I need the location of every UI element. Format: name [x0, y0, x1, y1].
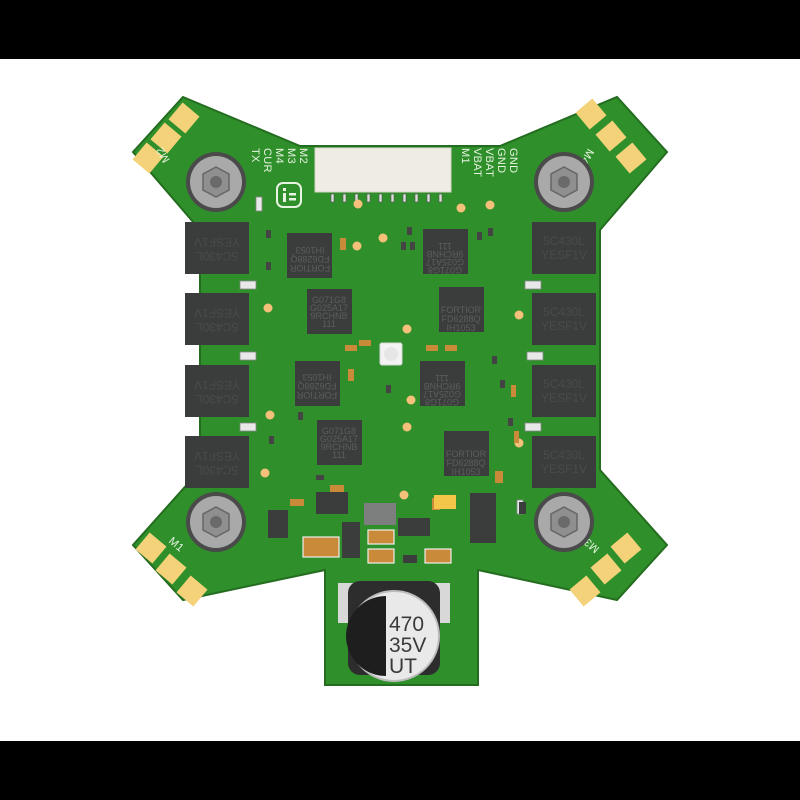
mounting-screw-top-left [186, 152, 246, 212]
driver-ic: FORTIOR FD6288Q IH1053 [439, 287, 484, 333]
svg-text:5C430L: 5C430L [196, 320, 238, 334]
mosfets-right: 5C430L YESF1V 5C430L YESF1V 5C430L YESF1… [532, 222, 596, 488]
mosfet: 5C430L YESF1V [532, 222, 596, 274]
svg-text:FORTIOR: FORTIOR [441, 305, 482, 315]
smd-passives [239, 196, 544, 515]
mosfet: 5C430L YESF1V [532, 365, 596, 417]
svg-text:5C430L: 5C430L [543, 448, 585, 462]
capacitor-series: UT [389, 655, 417, 678]
svg-text:G025A17: G025A17 [426, 257, 464, 267]
svg-text:9RCHNB: 9RCHNB [310, 311, 347, 321]
svg-text:9RCHNB: 9RCHNB [320, 442, 357, 452]
svg-text:YESF1V: YESF1V [541, 462, 587, 476]
svg-text:G025A17: G025A17 [423, 389, 461, 399]
label-vbat-2: VBAT [483, 148, 495, 177]
svg-text:G071G8: G071G8 [428, 265, 462, 275]
svg-text:FORTIOR: FORTIOR [296, 390, 337, 400]
svg-text:FD6288Q: FD6288Q [441, 314, 480, 324]
mcu-ic: 111 9RCHNB G025A17 G071G8 [423, 229, 468, 275]
connector-labels-right: M1 VBAT VBAT GND GND [459, 148, 519, 177]
svg-text:YESF1V: YESF1V [541, 248, 587, 262]
svg-text:IH1053: IH1053 [451, 467, 480, 477]
letterbox-bottom [0, 741, 800, 800]
electrolytic-capacitor: 470 35V UT [338, 581, 450, 682]
svg-text:FORTIOR: FORTIOR [446, 449, 487, 459]
capacitor-capacitance: 470 [389, 613, 424, 636]
label-vbat-1: VBAT [471, 148, 483, 177]
svg-text:5C430L: 5C430L [196, 463, 238, 477]
mcu-ic: G071G8 G025A17 9RCHNB 111 [307, 289, 352, 334]
svg-text:9RCHNB: 9RCHNB [426, 249, 463, 259]
brand-logo-icon [276, 182, 302, 208]
svg-text:FD6288Q: FD6288Q [446, 458, 485, 468]
svg-text:FD6288Q: FD6288Q [290, 254, 329, 264]
label-gnd-2: GND [507, 148, 519, 173]
mcu-ic: G071G8 G025A17 9RCHNB 111 [317, 420, 362, 465]
mosfets-left: YESF1V 5C430L YESF1V 5C430L YESF1V 5C430… [185, 222, 249, 488]
svg-text:YESF1V: YESF1V [541, 319, 587, 333]
svg-text:IH1053: IH1053 [295, 245, 324, 255]
svg-text:YESF1V: YESF1V [194, 378, 240, 392]
label-m3: M3 [285, 148, 297, 164]
svg-text:111: 111 [435, 373, 449, 383]
svg-text:FD6288Q: FD6288Q [297, 381, 336, 391]
mcu-ic: 111 9RCHNB G025A17 G071G8 [420, 361, 465, 407]
signal-connector [314, 147, 452, 203]
label-m4: M4 [273, 148, 285, 164]
svg-text:YESF1V: YESF1V [541, 391, 587, 405]
motor-pads-bottom-left [135, 532, 208, 607]
mounting-screw-bottom-left [186, 492, 246, 552]
mosfet: YESF1V 5C430L [185, 293, 249, 345]
label-m2: M2 [297, 148, 309, 164]
label-gnd-1: GND [495, 148, 507, 173]
driver-ic: IH1053 FD6288Q FORTIOR [295, 361, 340, 406]
svg-text:111: 111 [332, 450, 346, 460]
svg-text:5C430L: 5C430L [543, 305, 585, 319]
mosfet: YESF1V 5C430L [185, 365, 249, 417]
driver-ic: IH1053 FD6288Q FORTIOR [287, 233, 332, 278]
motor-pads-bottom-right [569, 532, 642, 607]
svg-text:YESF1V: YESF1V [194, 449, 240, 463]
motor-pads-top-left [132, 102, 200, 174]
motor-pads-top-right [575, 98, 647, 174]
capacitor-voltage: 35V [389, 634, 426, 657]
connector-labels-left: M2 M3 M4 CUR TX [249, 148, 309, 173]
mosfet: 5C430L YESF1V [532, 293, 596, 345]
svg-text:FORTIOR: FORTIOR [289, 263, 330, 273]
test-pads [260, 199, 524, 500]
svg-text:G071G8: G071G8 [312, 295, 346, 305]
mosfet: YESF1V 5C430L [185, 222, 249, 274]
svg-text:G071G8: G071G8 [425, 397, 459, 407]
svg-text:9RCHNB: 9RCHNB [423, 381, 460, 391]
svg-text:5C430L: 5C430L [196, 392, 238, 406]
svg-text:5C430L: 5C430L [196, 249, 238, 263]
mounting-screw-bottom-right [534, 492, 594, 552]
power-section [268, 492, 526, 564]
status-led [379, 342, 403, 366]
driver-ic: FORTIOR FD6288Q IH1053 [444, 431, 489, 477]
svg-text:G025A17: G025A17 [320, 434, 358, 444]
mounting-screw-top-right [534, 152, 594, 212]
svg-text:5C430L: 5C430L [543, 377, 585, 391]
svg-text:111: 111 [322, 319, 336, 329]
svg-text:111: 111 [438, 241, 452, 251]
svg-text:YESF1V: YESF1V [194, 306, 240, 320]
letterbox-top [0, 0, 800, 59]
svg-text:IH1053: IH1053 [446, 323, 475, 333]
label-cur: CUR [261, 148, 273, 173]
svg-text:IH1053: IH1053 [302, 372, 331, 382]
svg-text:G025A17: G025A17 [310, 303, 348, 313]
svg-text:G071G8: G071G8 [322, 426, 356, 436]
svg-text:5C430L: 5C430L [543, 234, 585, 248]
mosfet: YESF1V 5C430L [185, 436, 249, 488]
label-m1: M1 [459, 148, 471, 164]
label-tx: TX [249, 148, 261, 163]
mosfet: 5C430L YESF1V [532, 436, 596, 488]
svg-text:YESF1V: YESF1V [194, 235, 240, 249]
